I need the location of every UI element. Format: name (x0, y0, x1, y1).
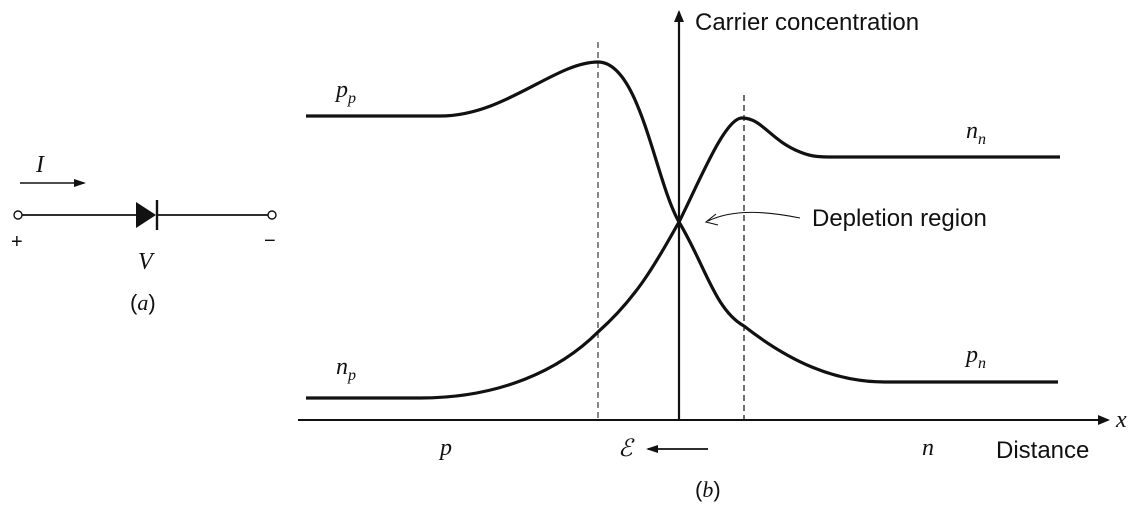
caption-a: (a) (130, 290, 156, 315)
minus-sign: − (264, 230, 276, 252)
caption-b: (b) (695, 477, 721, 502)
label-np: np (336, 354, 356, 384)
y-axis-label: Carrier concentration (695, 9, 919, 36)
curve-pp-to-pn (306, 60, 1058, 384)
depletion-pointer-head (704, 213, 719, 226)
current-label: I (35, 152, 45, 178)
field-symbol: ℰ (618, 436, 635, 462)
label-pn: pn (964, 342, 986, 372)
curve-np-to-nn (306, 116, 1060, 400)
diode-triangle (136, 202, 156, 228)
x-axis-symbol: x (1115, 407, 1127, 433)
region-p-label: p (438, 435, 452, 461)
depletion-pointer (707, 211, 801, 222)
voltage-label: V (138, 249, 155, 275)
anode-terminal (13, 210, 23, 220)
cathode-terminal (267, 210, 277, 220)
region-n-label: n (922, 435, 934, 461)
label-pp: pp (334, 77, 356, 107)
panel-a-diode-circuit: I + − V (a) (11, 152, 277, 315)
plus-sign: + (11, 231, 23, 253)
x-axis-label: Distance (996, 437, 1089, 464)
panel-b-carrier-plot: pp nn np pn Carrier concentration x Dist… (298, 9, 1127, 502)
label-nn: nn (966, 118, 986, 148)
depletion-label: Depletion region (812, 205, 987, 232)
